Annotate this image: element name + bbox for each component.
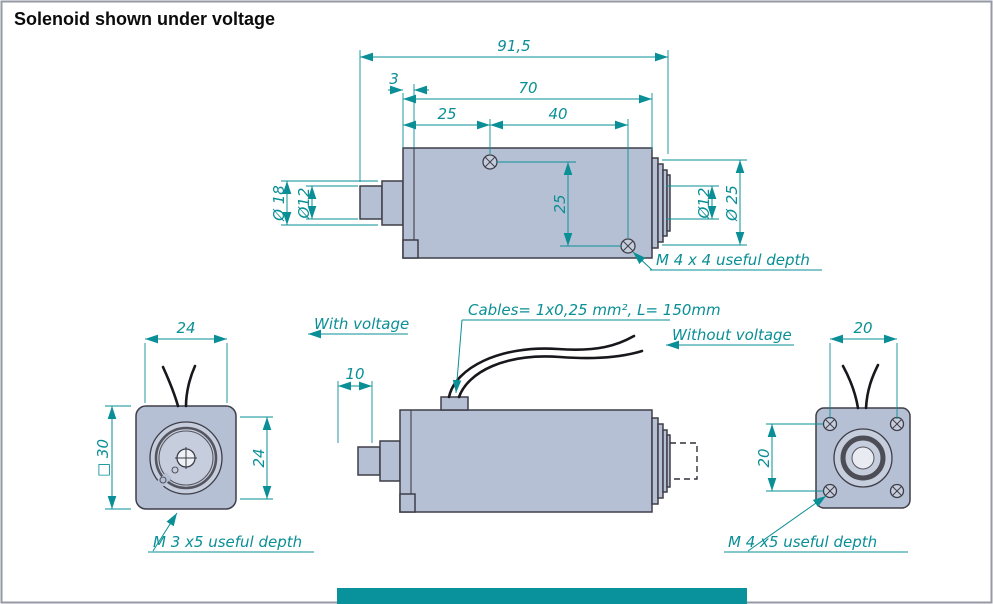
dim-screw-spacing: 40 xyxy=(548,105,567,123)
dim-overall-length: 91,5 xyxy=(497,37,530,55)
dim-vertical-screw-spacing: 25 xyxy=(551,194,569,213)
circlip-gap xyxy=(155,472,172,489)
circlip-eye-2 xyxy=(159,476,167,484)
dim-plunger-diameter: Ø12 xyxy=(295,188,313,220)
plunger-base xyxy=(381,180,404,226)
body-notch xyxy=(402,239,419,259)
plunger-extended-dashed xyxy=(670,442,698,480)
wire-right xyxy=(184,364,197,408)
rear-ring-2-4 xyxy=(666,434,671,488)
solenoid-body xyxy=(402,147,653,259)
wire-left xyxy=(161,365,180,408)
dim-screw-offset: 25 xyxy=(437,105,456,123)
thread-note-m4x4: M 4 x 4 useful depth xyxy=(656,251,810,269)
corner-screw-tl xyxy=(822,416,838,432)
rear-ring-4 xyxy=(666,174,671,232)
label-without-voltage: Without voltage xyxy=(672,326,792,344)
dim-shaft-diameter: Ø 18 xyxy=(270,185,288,222)
cable-2 xyxy=(457,349,644,399)
back-ring xyxy=(840,435,886,481)
rear-ring-1 xyxy=(651,157,659,249)
back-view: 20 20 M 4 x5 useful depth xyxy=(724,319,911,553)
corner-screw-tr xyxy=(889,416,905,432)
label-cable-note: Cables= 1x0,25 mm², L= 150mm xyxy=(468,301,721,319)
label-with-voltage: With voltage xyxy=(314,315,409,333)
circlip-ring xyxy=(154,426,218,490)
dim-plate-thickness: 3 xyxy=(389,70,399,88)
corner-screw-br xyxy=(889,483,905,499)
plunger-tip-2 xyxy=(357,446,381,476)
dim-front-width: 24 xyxy=(176,319,195,337)
footer-bar xyxy=(337,588,747,604)
plunger-base-2 xyxy=(379,440,401,482)
thread-note-m3x5: M 3 x5 useful depth xyxy=(153,533,302,551)
dim-body-length: 70 xyxy=(518,79,537,97)
page-title: Solenoid shown under voltage xyxy=(14,9,275,29)
cable-1 xyxy=(447,334,636,399)
mounting-screw-top xyxy=(482,154,498,170)
dim-stroke: 10 xyxy=(345,365,364,383)
dim-end-diameter: Ø 25 xyxy=(723,185,741,222)
body-notch-2 xyxy=(399,493,416,513)
top-view: 91,5 3 70 25 40 Ø 18 Ø12 25 Ø12 Ø 25 M 4… xyxy=(270,37,822,271)
circlip-eye-1 xyxy=(171,466,179,474)
front-inner-circle xyxy=(158,430,214,486)
dim-back-width: 20 xyxy=(853,319,872,337)
side-view: 10 With voltage Cables= 1x0,25 mm², L= 1… xyxy=(308,301,794,513)
corner-screw-bl xyxy=(822,483,838,499)
solenoid-body-2 xyxy=(399,409,653,513)
wire-right-2 xyxy=(864,363,880,410)
mounting-screw-bottom xyxy=(620,238,636,254)
dim-front-height: 24 xyxy=(250,448,268,467)
front-view: 24 □ 30 24 M 3 x5 useful depth xyxy=(94,319,314,553)
thread-note-m4x5: M 4 x5 useful depth xyxy=(728,533,877,551)
dim-back-height: 20 xyxy=(755,448,773,467)
wire-left-2 xyxy=(841,364,860,410)
back-center xyxy=(851,446,875,470)
dim-bore-diameter: Ø12 xyxy=(695,188,713,220)
plunger-tip xyxy=(359,185,383,220)
cable-gland xyxy=(440,396,469,411)
rear-ring-2-1 xyxy=(651,417,659,505)
dim-square-size: □ 30 xyxy=(94,439,112,477)
